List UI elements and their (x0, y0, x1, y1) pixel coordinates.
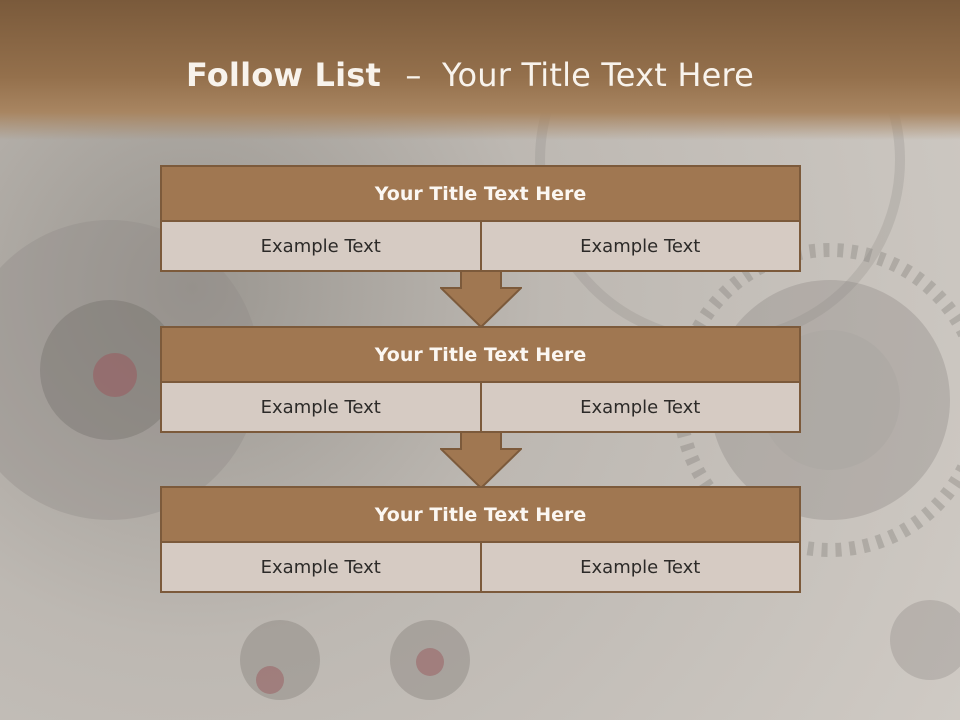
block-cell-left[interactable]: Example Text (160, 222, 482, 272)
title-main: Follow List (185, 56, 382, 94)
block-cell-right[interactable]: Example Text (481, 383, 801, 433)
block-cell-left[interactable]: Example Text (160, 383, 482, 433)
down-arrow-icon (440, 270, 522, 328)
down-arrow-icon (440, 431, 522, 489)
list-block-2: Your Title Text Here Example Text Exampl… (160, 326, 801, 433)
block-row: Example Text Example Text (160, 543, 801, 593)
title-separator: – (405, 56, 422, 94)
block-row: Example Text Example Text (160, 222, 801, 272)
block-heading[interactable]: Your Title Text Here (160, 486, 801, 543)
list-block-3: Your Title Text Here Example Text Exampl… (160, 486, 801, 593)
header-band (0, 0, 960, 140)
block-cell-right[interactable]: Example Text (481, 543, 801, 593)
title-sub: Your Title Text Here (442, 56, 755, 94)
block-heading[interactable]: Your Title Text Here (160, 326, 801, 383)
block-heading[interactable]: Your Title Text Here (160, 165, 801, 222)
slide-title: Follow List – Your Title Text Here (0, 56, 940, 94)
block-row: Example Text Example Text (160, 383, 801, 433)
block-cell-right[interactable]: Example Text (481, 222, 801, 272)
list-block-1: Your Title Text Here Example Text Exampl… (160, 165, 801, 272)
block-cell-left[interactable]: Example Text (160, 543, 482, 593)
